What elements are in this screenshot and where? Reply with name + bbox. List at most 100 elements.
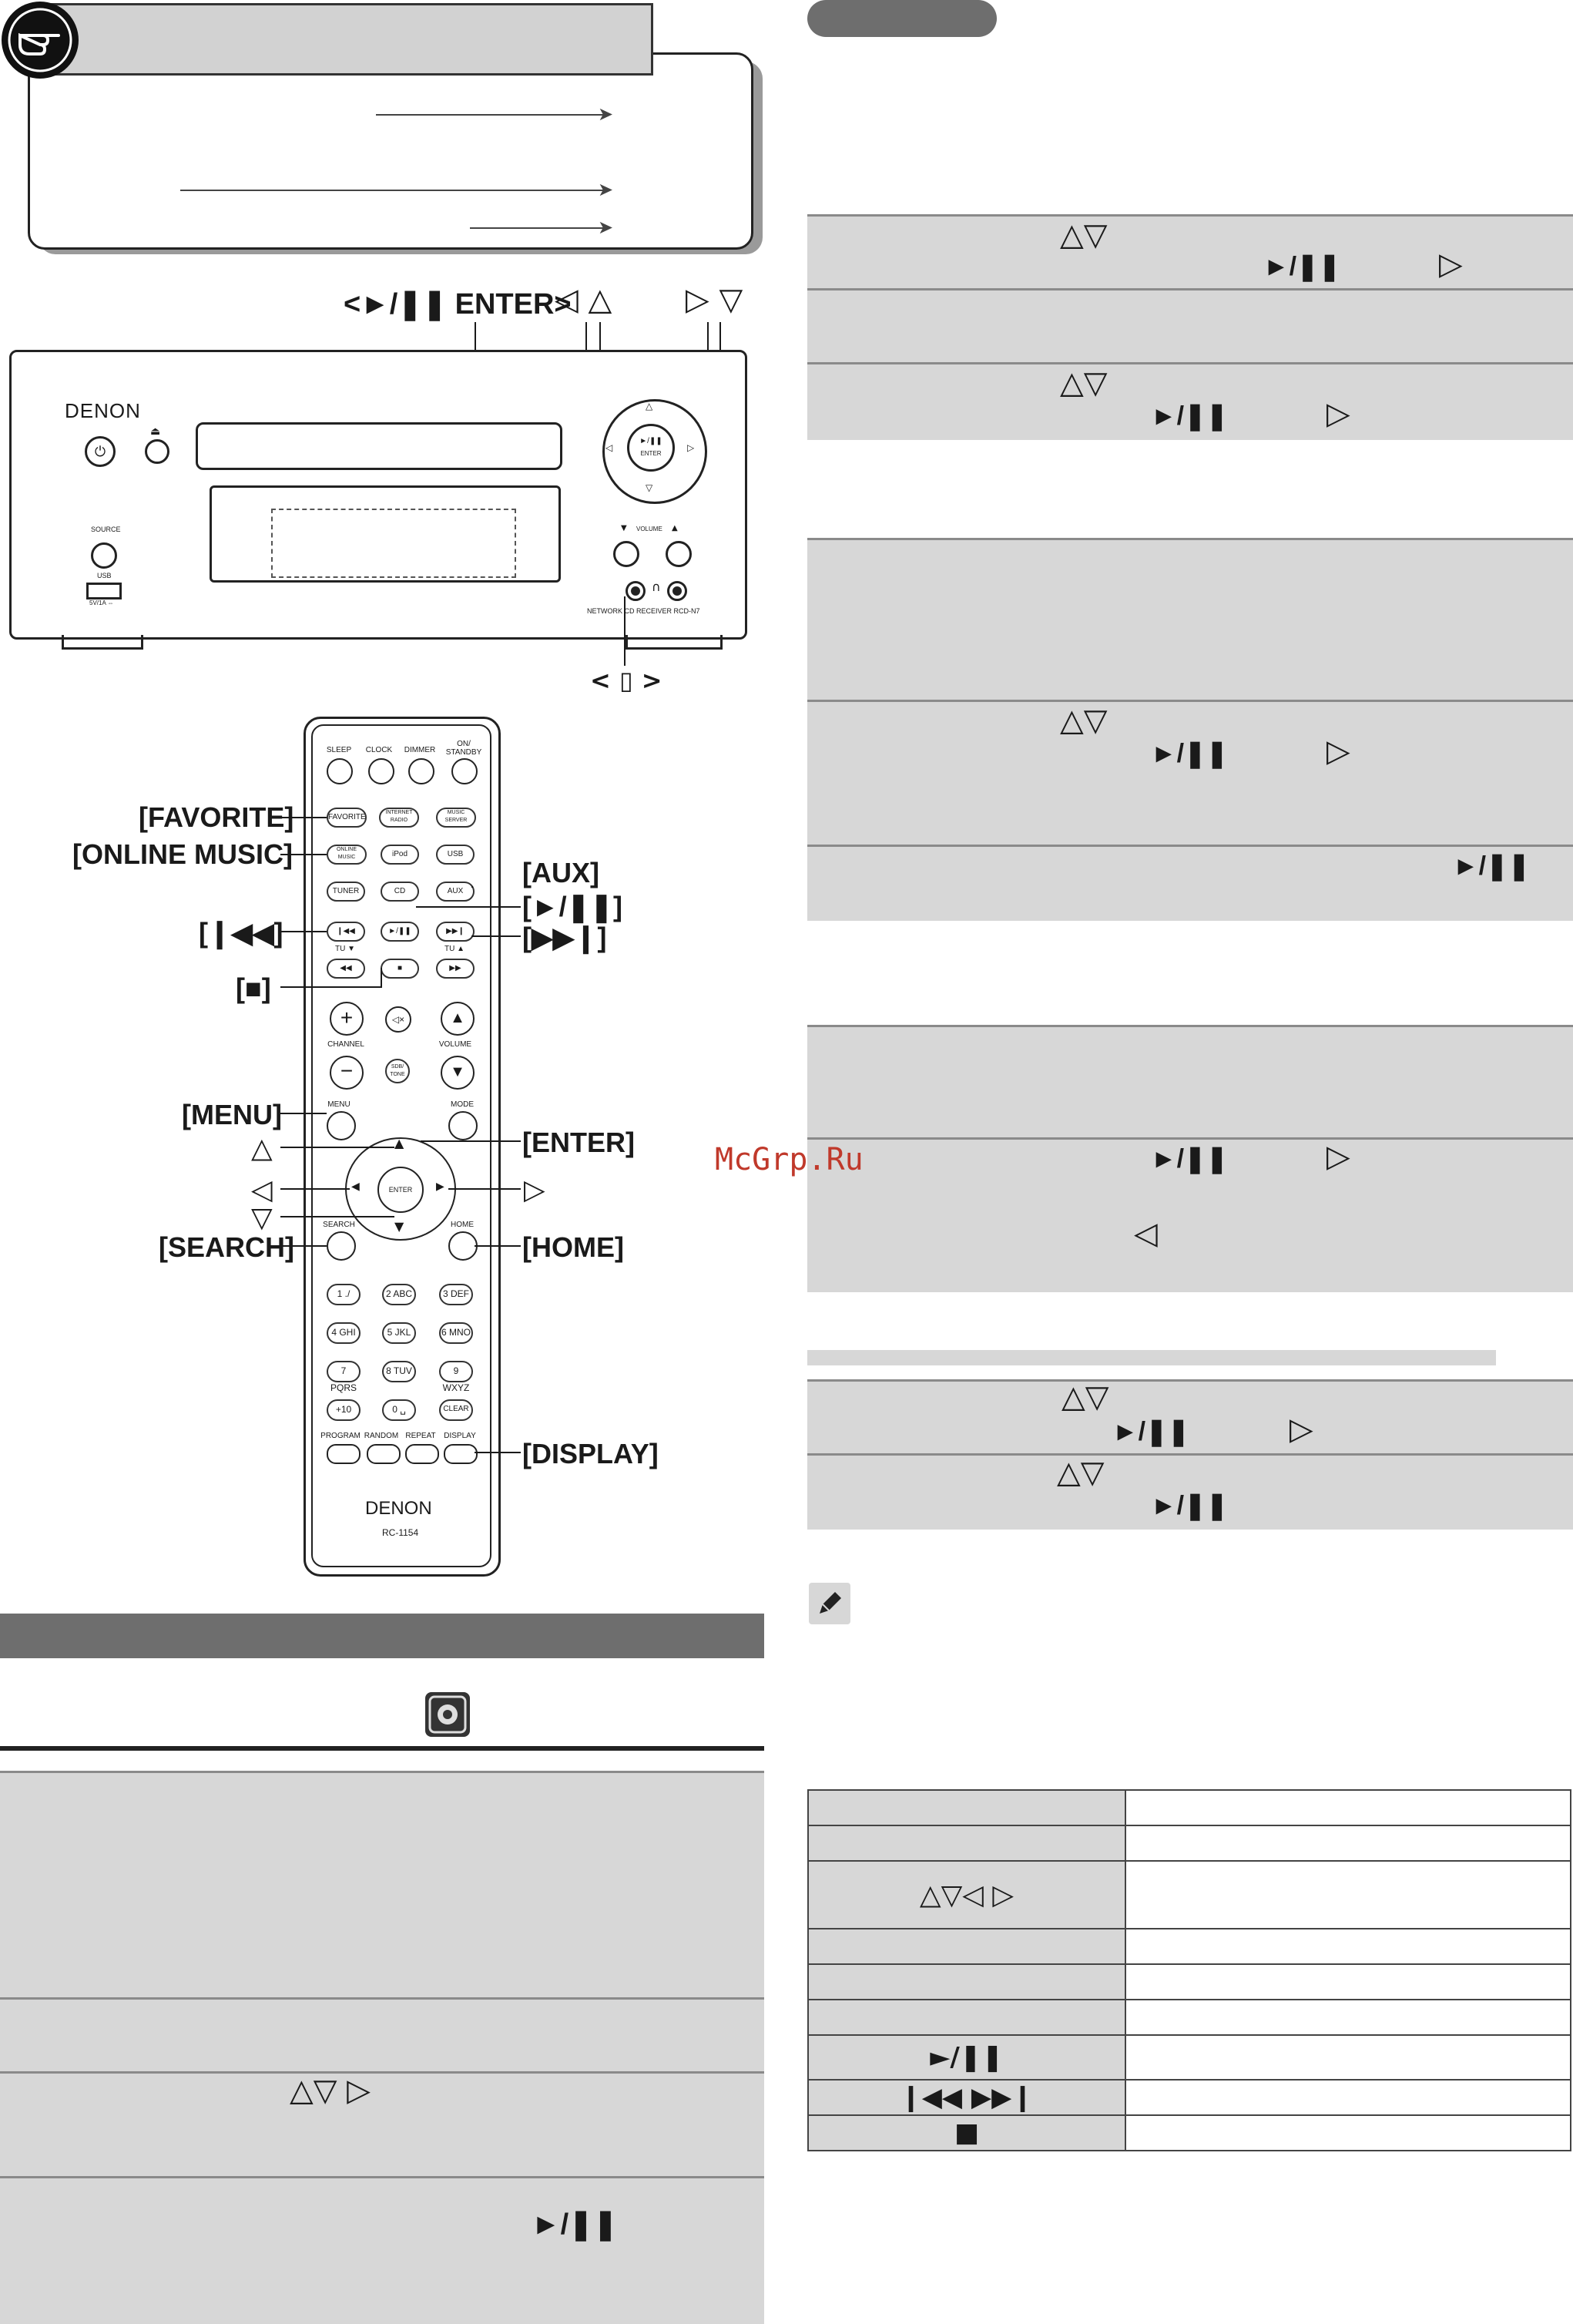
next-button[interactable]: ▶▶❙ [436, 922, 475, 942]
program-button[interactable] [327, 1444, 361, 1464]
stop-button[interactable]: ■ [381, 959, 419, 979]
random-button[interactable] [367, 1444, 401, 1464]
home-button[interactable] [448, 1231, 478, 1261]
fast-forward-button[interactable]: ▶▶ [436, 959, 475, 979]
table-cell-key: ■ [807, 2114, 1126, 2151]
table-cell-key: ❙◀◀ ▶▶❙ [807, 2079, 1126, 2116]
online-music-button[interactable]: ONLINE MUSIC [327, 845, 367, 865]
table-cell-key [807, 1928, 1126, 1965]
internet-radio-button[interactable]: INTERNET RADIO [379, 808, 419, 828]
home-callout-line [475, 1245, 521, 1247]
power-button[interactable]: ⏻ [85, 436, 116, 467]
stop-callout-line [280, 986, 381, 988]
enter-play-button[interactable]: ►/❚❚ENTER [627, 424, 675, 472]
music-server-button[interactable]: MUSIC SERVER [436, 808, 476, 828]
eject-button[interactable] [145, 439, 169, 464]
stop-callout-line-v [381, 968, 382, 988]
volume-down-remote-button[interactable]: ▼ [441, 1056, 475, 1090]
usb-jack[interactable] [626, 581, 646, 601]
key-0[interactable]: 0 ␣ [382, 1399, 416, 1421]
sleep-button[interactable] [327, 758, 353, 784]
search-button[interactable] [327, 1231, 356, 1261]
right-step-9 [807, 1379, 1573, 1454]
key-plus10[interactable]: +10 [327, 1399, 361, 1421]
key-7[interactable]: 7 PQRS [327, 1361, 361, 1393]
receiver-body [9, 350, 747, 640]
volume-down-button[interactable] [613, 541, 639, 567]
tuner-button[interactable]: TUNER [327, 882, 365, 902]
key-6[interactable]: 6 MNO [439, 1322, 473, 1344]
prev-button[interactable]: ❙◀◀ [327, 922, 365, 942]
key-8[interactable]: 8 TUV [382, 1361, 416, 1382]
usb-button[interactable]: USB [436, 845, 475, 865]
table-cell-desc [1125, 1860, 1571, 1929]
r5-right: ▷ [1326, 734, 1350, 769]
receiver-brand: DENON [65, 399, 141, 422]
key-5[interactable]: 5 JKL [382, 1322, 416, 1344]
right-callout-line [448, 1188, 521, 1190]
headphone-jack[interactable] [667, 581, 687, 601]
table-cell-key [807, 1999, 1126, 2036]
clock-button[interactable] [368, 758, 394, 784]
aux-button[interactable]: AUX [436, 882, 475, 902]
display-button[interactable] [444, 1444, 478, 1464]
channel-up-button[interactable]: + [330, 1002, 364, 1036]
rewind-button[interactable]: ◀◀ [327, 959, 365, 979]
eject-icon: ⏏ [150, 425, 161, 438]
r3-right: ▷ [1326, 396, 1350, 432]
enter-remote-callout-line [421, 1140, 521, 1142]
mute-button[interactable]: ◁× [385, 1006, 411, 1033]
channel-down-button[interactable]: − [330, 1056, 364, 1090]
note-header-bar [31, 3, 653, 76]
aux-callout: [AUX] [522, 857, 599, 888]
nav-up-icon: △ [646, 401, 653, 411]
repeat-button[interactable] [405, 1444, 439, 1464]
online-music-callout-line [280, 854, 327, 855]
left-up-callout: ◁ △ [555, 282, 612, 317]
source-button[interactable] [91, 542, 117, 569]
standby-button[interactable] [451, 758, 478, 784]
key-3[interactable]: 3 DEF [439, 1284, 473, 1305]
pointing-hand-icon [2, 2, 79, 79]
table-row [807, 1999, 1571, 2036]
next-callout: [▶▶❙] [522, 922, 607, 953]
sdb-tone-button[interactable]: SDB/ TONE [385, 1059, 410, 1083]
menu-button[interactable] [327, 1111, 356, 1140]
table-row [807, 1928, 1571, 1965]
left-step-4 [0, 2176, 764, 2324]
right-step-4 [807, 538, 1573, 700]
table-row [807, 1825, 1571, 1862]
play-pause-button[interactable]: ►/❚❚ [381, 922, 419, 942]
r9-playpause: ►/❚❚ [1112, 1417, 1190, 1446]
usb-port[interactable] [86, 583, 122, 599]
table-row: ►/❚❚ [807, 2034, 1571, 2081]
key-4[interactable]: 4 GHI [327, 1322, 361, 1344]
volume-up-button[interactable] [666, 541, 692, 567]
nav-ring[interactable] [602, 399, 707, 504]
remote-enter-button[interactable]: ENTER [377, 1167, 424, 1213]
volume-up-remote-button[interactable]: ▲ [441, 1002, 475, 1036]
cd-button[interactable]: CD [381, 882, 419, 902]
program-label: PROGRAM [320, 1432, 361, 1440]
favorite-button[interactable]: FAVORITE [327, 808, 367, 828]
r3-playpause: ►/❚❚ [1151, 401, 1229, 431]
online-music-callout: [ONLINE MUSIC] [72, 838, 293, 870]
left-callout-line [280, 1188, 350, 1190]
mode-button[interactable] [448, 1111, 478, 1140]
key-2[interactable]: 2 ABC [382, 1284, 416, 1305]
right-step-3 [807, 362, 1573, 440]
key-9[interactable]: 9 WXYZ [439, 1361, 473, 1393]
ipod-button[interactable]: iPod [381, 845, 419, 865]
key-clear[interactable]: CLEAR [439, 1399, 473, 1421]
remote-model: RC-1154 [382, 1527, 419, 1538]
table-row: △▽◁ ▷ [807, 1860, 1571, 1929]
display-callout-line [475, 1452, 521, 1453]
left-step-1 [0, 1771, 764, 1998]
dimmer-button[interactable] [408, 758, 434, 784]
usb-callout-line [624, 596, 626, 666]
r9-right: ▷ [1290, 1412, 1313, 1447]
left-step3-symbols: △▽ ▷ [290, 2073, 371, 2108]
receiver-model: NETWORK CD RECEIVER RCD-N7 [587, 607, 700, 615]
key-1[interactable]: 1 ./ [327, 1284, 361, 1305]
section-rule [0, 1746, 764, 1751]
